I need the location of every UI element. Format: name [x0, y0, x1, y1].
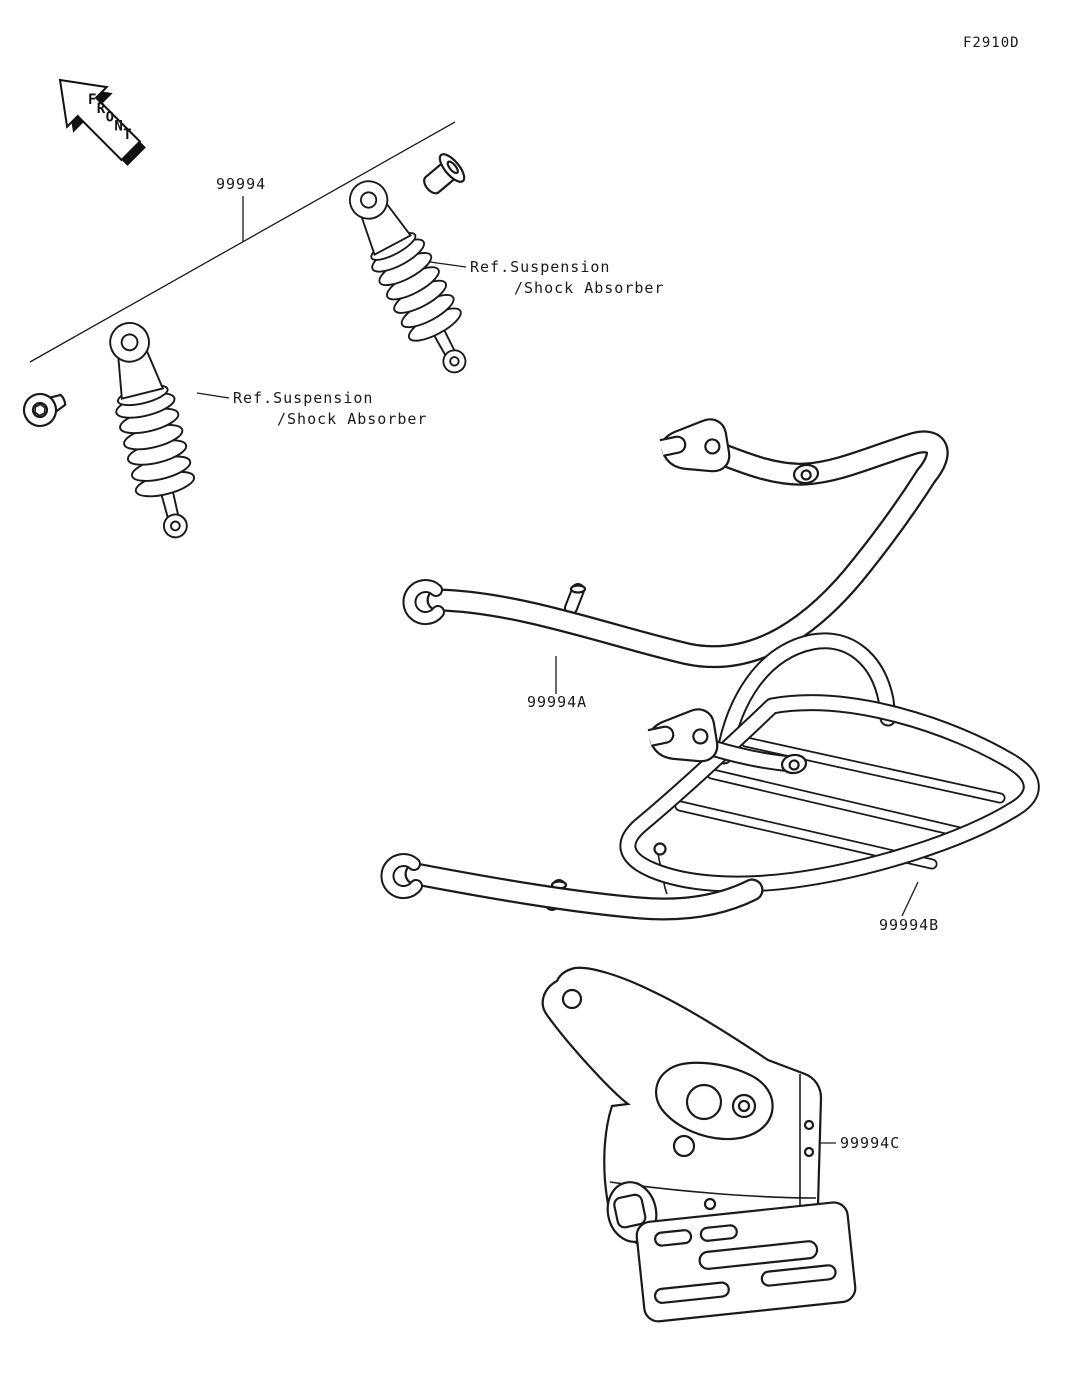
ref-lower-line1: Ref.Suspension	[233, 389, 374, 407]
callout-99994: 99994	[216, 175, 267, 193]
callout-99994c: 99994C	[840, 1134, 901, 1152]
shock-absorber-lower	[94, 315, 209, 546]
bracket-arm-hole	[561, 988, 583, 1010]
front-arrow-shape	[58, 78, 142, 162]
license-plate-holder	[635, 1201, 857, 1323]
mounting-bolt-upper	[415, 149, 470, 203]
bracket-mid-hole	[672, 1134, 696, 1158]
luggage-rack	[387, 632, 1040, 921]
bracket-small-hole	[703, 1197, 717, 1211]
ref-upper-line1: Ref.Suspension	[470, 258, 611, 276]
ref-lower-line2: /Shock Absorber	[277, 410, 428, 428]
mounting-bolt-lower	[17, 383, 72, 433]
shock-absorber-upper	[333, 168, 487, 386]
bracket-flange-hole-2	[803, 1146, 815, 1158]
grab-bar-peg	[571, 586, 585, 609]
leader-ref-upper	[429, 261, 467, 268]
callout-99994a: 99994A	[527, 693, 588, 711]
bracket-flange-hole-1	[803, 1119, 815, 1131]
ref-upper-line2: /Shock Absorber	[514, 279, 665, 297]
rack-pin	[653, 842, 668, 895]
grab-bar-mount-tab	[656, 415, 735, 483]
bracket-large-hole	[685, 1083, 723, 1121]
doc-code: F2910D	[963, 35, 1020, 51]
callout-99994b: 99994B	[879, 916, 940, 934]
leader-99994	[29, 121, 456, 363]
bracket-square-hole	[613, 1193, 647, 1229]
grab-bar	[409, 415, 949, 669]
front-direction-arrow: FRONT	[58, 78, 146, 166]
leader-99994b	[901, 881, 919, 917]
leader-lines	[29, 121, 919, 1144]
leader-ref-lower	[196, 392, 230, 399]
plate-bracket	[541, 966, 857, 1323]
